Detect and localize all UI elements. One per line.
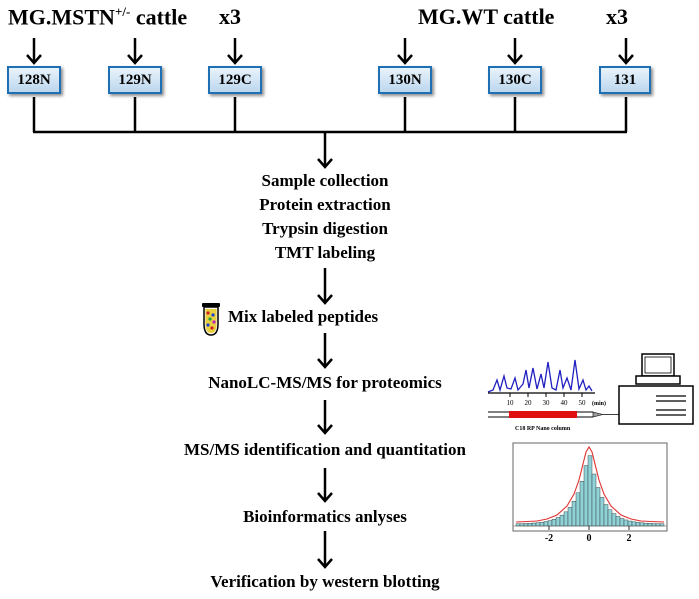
- step-bioinformatics: Bioinformatics anlyses: [243, 507, 407, 526]
- arrowhead-128N: [26, 54, 42, 65]
- histogram-bar: [623, 519, 629, 527]
- histogram-bar: [611, 513, 617, 527]
- chromatogram-trace: [487, 359, 593, 393]
- step-nanolc-msms: NanoLC-MS/MS for proteomics: [208, 373, 442, 392]
- step-sample-collection: Sample collection: [261, 171, 389, 190]
- sample-box-130C: 130C: [488, 66, 542, 94]
- quantitation-histogram: -2 0 2: [512, 442, 668, 544]
- histogram-bar: [543, 521, 549, 527]
- histogram-bar: [527, 523, 533, 527]
- histogram-bar: [635, 522, 641, 527]
- histogram-fit-curve: [515, 445, 665, 523]
- prep-steps: Sample collection Protein extraction Try…: [100, 169, 550, 265]
- histogram-bar: [575, 492, 581, 527]
- histogram-bar: [639, 522, 645, 527]
- histogram-bar: [559, 514, 565, 527]
- histogram-bar: [571, 501, 577, 527]
- histogram-bar: [599, 497, 605, 527]
- sample-box-131: 131: [599, 66, 651, 94]
- arrowhead-131: [618, 54, 634, 65]
- chromatogram-illustration: 10 20 30 40 50 (min) C18 RP Nano column: [487, 359, 625, 432]
- c18-column-bar: [509, 411, 577, 418]
- wt-replicates-label: x3: [606, 4, 628, 29]
- chrom-unit-label: (min): [592, 400, 606, 407]
- histogram-bar: [567, 507, 573, 527]
- histogram-bar: [595, 487, 601, 527]
- step-western-blot-verification: Verification by western blotting: [210, 572, 440, 591]
- step-protein-extraction: Protein extraction: [259, 195, 391, 214]
- chrom-tick-30: 30: [543, 399, 551, 407]
- chrom-tick-50: 50: [579, 399, 587, 407]
- group-label-mstn: MG.MSTN+/- cattle: [8, 4, 188, 30]
- histogram-bar: [551, 519, 557, 527]
- chrom-tick-40: 40: [561, 399, 569, 407]
- histogram-bar: [615, 516, 621, 527]
- step-tmt-labeling: TMT labeling: [274, 243, 376, 262]
- histogram-bar: [523, 523, 529, 527]
- histogram-bar: [587, 455, 593, 527]
- histogram-bar: [539, 521, 545, 527]
- mstn-replicates-label: x3: [219, 4, 241, 29]
- histogram-bar: [607, 509, 613, 527]
- step-mix-labeled-peptides: Mix labeled peptides: [228, 307, 379, 326]
- group-label-wt: MG.WT cattle: [418, 4, 555, 29]
- histogram-bar: [603, 504, 609, 527]
- histogram-bar: [579, 481, 585, 527]
- sample-box-129N: 129N: [108, 66, 162, 94]
- step-trypsin-digestion: Trypsin digestion: [262, 219, 388, 238]
- histogram-bar: [643, 522, 649, 527]
- arrowhead-130N: [397, 54, 413, 65]
- histogram-bar: [583, 465, 589, 527]
- histogram-bar: [531, 522, 537, 527]
- histogram-bar: [627, 520, 633, 527]
- histogram-bar: [651, 523, 657, 527]
- hist-tick-neg2: -2: [545, 533, 553, 544]
- histogram-bar: [619, 518, 625, 527]
- sample-box-129C: 129C: [208, 66, 262, 94]
- chrom-tick-20: 20: [525, 399, 533, 407]
- c18-column-label: C18 RP Nano column: [515, 426, 571, 432]
- histogram-bars: [515, 455, 665, 527]
- step-msms-identification: MS/MS identification and quantitation: [184, 440, 466, 459]
- histogram-bar: [515, 523, 521, 527]
- histogram-bar: [519, 523, 525, 527]
- histogram-bar: [547, 520, 553, 527]
- histogram-bar: [659, 523, 665, 527]
- histogram-bar: [555, 517, 561, 527]
- histogram-bar: [631, 521, 637, 527]
- histogram-bar: [535, 522, 541, 527]
- sample-box-130N: 130N: [378, 66, 432, 94]
- histogram-bar: [647, 523, 653, 527]
- chrom-tick-10: 10: [507, 399, 515, 407]
- sample-tube-icon: [202, 303, 220, 336]
- arrowhead-129N: [127, 54, 143, 65]
- histogram-bar: [655, 523, 661, 527]
- histogram-bar: [563, 511, 569, 527]
- hist-tick-0: 0: [587, 533, 592, 544]
- sample-box-128N: 128N: [7, 66, 61, 94]
- arrowhead-129C: [227, 54, 243, 65]
- mass-spectrometer-icon: [618, 353, 694, 425]
- hist-tick-2: 2: [627, 533, 632, 544]
- histogram-bar: [591, 473, 597, 527]
- arrowhead-130C: [507, 54, 523, 65]
